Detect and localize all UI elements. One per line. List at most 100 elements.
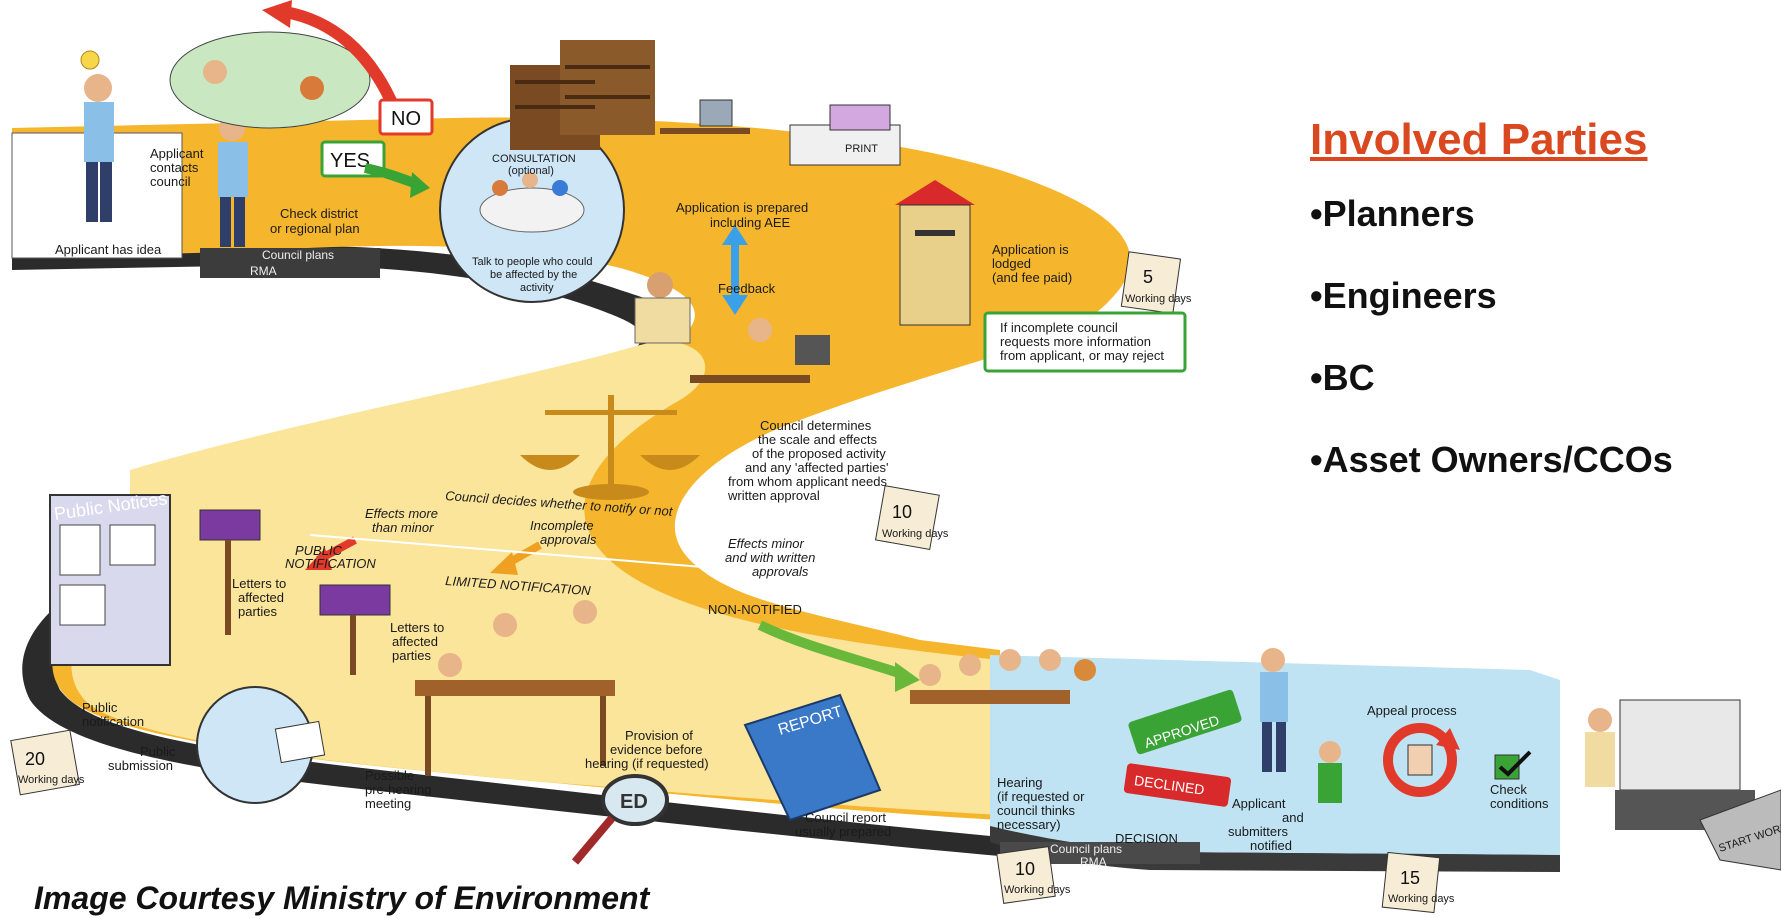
days-20-label: 20 xyxy=(25,749,45,769)
days-10-label-1: 10 xyxy=(892,502,912,522)
letters-1-3: parties xyxy=(238,604,278,619)
involved-parties-panel: Involved Parties •Planners •Engineers •B… xyxy=(1310,115,1781,481)
public-notification-lbl-2: notification xyxy=(82,714,144,729)
consultation-talk-1: Talk to people who could xyxy=(472,256,592,268)
planner-figure xyxy=(634,272,830,383)
determines-5: from whom applicant needs xyxy=(728,474,887,489)
consultation-talk-3: activity xyxy=(520,282,554,294)
days-5-label: 5 xyxy=(1143,267,1153,287)
party-item: •BC xyxy=(1310,357,1375,398)
council-plans-bottom: Council plans xyxy=(1050,842,1122,856)
effects-minor-3: approvals xyxy=(752,564,809,579)
no-arrow-head xyxy=(262,0,292,28)
declined-stamp: DECLINED xyxy=(1123,763,1232,807)
public-notices-board: Public Notices xyxy=(49,488,171,666)
party-item: •Planners xyxy=(1310,193,1475,234)
yes-arrow-head xyxy=(410,172,430,198)
applicant-contacts-1: Applicant xyxy=(150,146,204,161)
road-right xyxy=(990,655,1560,855)
effects-more-2: than minor xyxy=(372,520,434,535)
letters-1-1: Letters to xyxy=(232,576,286,591)
notification-branch-line xyxy=(309,534,741,571)
hearing-3: council thinks xyxy=(997,803,1076,818)
app-lodged-2: lodged xyxy=(992,256,1031,271)
evidence-2: evidence before xyxy=(610,742,703,757)
applicant-notified-3: submitters xyxy=(1228,824,1288,839)
hearing-1: Hearing xyxy=(997,775,1043,790)
days-5-caption: Working days xyxy=(1125,293,1192,305)
letters-1-2: affected xyxy=(238,590,284,605)
calendar-10-icon-1: 10 Working days xyxy=(874,485,949,551)
calendar-15-icon: 15 Working days xyxy=(1381,851,1455,914)
consultation-optional: (optional) xyxy=(508,165,554,177)
days-20-caption: Working days xyxy=(18,774,85,786)
days-15-caption: Working days xyxy=(1388,893,1455,905)
applicant-notified-2: and xyxy=(1282,810,1304,825)
incomplete-approvals-1: Incomplete xyxy=(530,518,594,533)
report-binder-icon: REPORT xyxy=(743,693,882,822)
mailbox-icon-2 xyxy=(319,584,391,675)
check-conditions-2: conditions xyxy=(1490,796,1549,811)
council-report-2: usually prepared xyxy=(795,824,891,839)
yes-label: YES xyxy=(330,150,370,172)
effects-minor-2: and with written xyxy=(725,550,815,565)
rma-strip-top xyxy=(200,248,380,278)
days-10-caption-2: Working days xyxy=(1004,884,1071,896)
applicant-notified-1: Applicant xyxy=(1232,796,1286,811)
app-prepared-2: including AEE xyxy=(710,215,791,230)
consultation-title: CONSULTATION xyxy=(492,153,576,165)
appeal-icon xyxy=(1383,723,1460,797)
lightbulb-icon xyxy=(80,50,100,70)
hearing-2: (if requested or xyxy=(997,789,1085,804)
evidence-1: Provision of xyxy=(625,728,693,743)
applicant-figure xyxy=(84,74,114,222)
non-notified-label: NON-NOTIFIED xyxy=(708,602,802,617)
calendar-20-icon: 20 Working days xyxy=(10,729,85,796)
lodge-box-icon xyxy=(895,180,975,326)
public-submission-1: Public xyxy=(140,744,176,759)
effects-minor-1: Effects minor xyxy=(728,536,805,551)
party-item: •Asset Owners/CCOs xyxy=(1310,439,1673,480)
applicant-contacts-3: council xyxy=(150,174,191,189)
applicant-notified-4: notified xyxy=(1250,838,1292,853)
rma-bottom: RMA xyxy=(1080,855,1107,869)
app-lodged-3: (and fee paid) xyxy=(992,270,1072,285)
incomplete-box xyxy=(983,311,1187,373)
no-label: NO xyxy=(391,108,421,130)
road-inner xyxy=(71,341,1001,815)
rma-top: RMA xyxy=(250,264,277,278)
involved-parties-title: Involved Parties xyxy=(1310,115,1648,164)
incomplete-2: requests more information xyxy=(1000,334,1151,349)
calendar-10-icon-2: 10 Working days xyxy=(996,846,1071,904)
effects-more-1: Effects more xyxy=(365,506,438,521)
prehearing-3: meeting xyxy=(365,796,411,811)
mailbox-icon-1 xyxy=(199,509,261,635)
check-plan-1: Check district xyxy=(280,206,358,221)
prehearing-2: pre-hearing xyxy=(365,782,432,797)
applicant-contacts-2: contacts xyxy=(150,160,199,175)
public-notification-1: PUBLIC xyxy=(295,543,343,558)
app-lodged-1: Application is xyxy=(992,242,1069,257)
magnifier-icon: ED xyxy=(571,774,669,865)
determines-3: of the proposed activity xyxy=(752,446,886,461)
no-arrow xyxy=(283,6,401,113)
incomplete-1: If incomplete council xyxy=(1000,320,1118,335)
consultation-talk-2: be affected by the xyxy=(490,269,577,281)
app-prepared-1: Application is prepared xyxy=(676,200,808,215)
phone-call-cloud xyxy=(169,31,371,129)
check-plan-2: or regional plan xyxy=(270,221,360,236)
incomplete-approvals-2: approvals xyxy=(540,532,597,547)
public-notification-lbl-1: Public xyxy=(82,700,118,715)
days-10-label-2: 10 xyxy=(1015,859,1035,879)
evidence-3: hearing (if requested) xyxy=(585,756,709,771)
non-notified-arrow xyxy=(757,620,907,680)
letters-2-1: Letters to xyxy=(390,620,444,635)
feedback-label: Feedback xyxy=(718,281,776,296)
calendar-5-icon: 5 Working days xyxy=(1120,251,1192,315)
bookshelf-icon xyxy=(510,40,655,150)
decision-label: DECISION xyxy=(1115,831,1178,846)
image-credit: Image Courtesy Ministry of Environment xyxy=(34,880,650,916)
check-conditions-icon xyxy=(1494,750,1532,780)
